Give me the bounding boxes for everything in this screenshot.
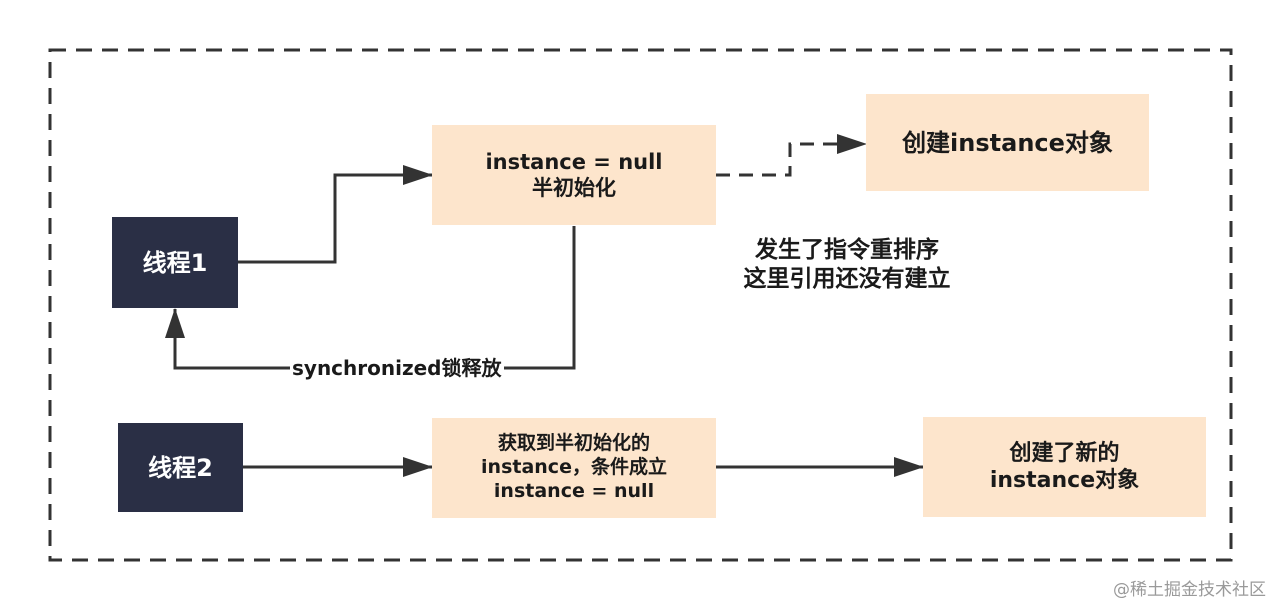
acquire-box: 获取到半初始化的 instance，条件成立 instance = null [432, 418, 716, 518]
new-instance-line-1: 创建了新的 [1009, 440, 1120, 466]
half-init-line-1: instance = null [485, 149, 663, 174]
outer-dashed-frame [48, 48, 1233, 562]
half-init-line-2: 半初始化 [532, 176, 616, 200]
thread1-label: 线程1 [142, 248, 208, 277]
new-instance-box: 创建了新的 instance对象 [923, 417, 1206, 517]
reorder-note-line-1: 发生了指令重排序 [755, 237, 939, 263]
thread2-label: 线程2 [148, 453, 213, 482]
reorder-note-line-2: 这里引用还没有建立 [743, 265, 951, 292]
acquire-line-2: instance，条件成立 [481, 456, 667, 479]
sync-release-label: synchronized锁释放 [290, 356, 504, 381]
arrow-thread1-to-half-init [238, 165, 433, 264]
watermark: @稀土掘金技术社区 [1113, 580, 1266, 600]
thread1-box: 线程1 [112, 217, 238, 308]
reorder-note: 发生了指令重排序 这里引用还没有建立 [712, 236, 982, 294]
create-instance-box: 创建instance对象 [866, 94, 1149, 191]
acquire-line-3: instance = null [493, 479, 655, 502]
new-instance-line-2: instance对象 [989, 468, 1140, 493]
arrow-half-init-to-create-dashed [716, 134, 867, 177]
half-init-box: instance = null 半初始化 [432, 125, 716, 225]
acquire-line-1: 获取到半初始化的 [497, 432, 650, 455]
thread2-box: 线程2 [118, 423, 243, 512]
create-instance-label: 创建instance对象 [902, 128, 1113, 157]
